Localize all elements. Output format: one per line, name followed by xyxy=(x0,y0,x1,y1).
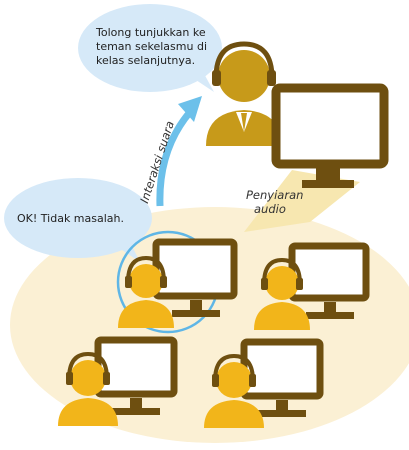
audio-broadcast-label-line1: Penyiaran xyxy=(246,188,304,202)
student-4 xyxy=(204,338,324,428)
teacher-speech-bubble xyxy=(78,4,222,92)
student-3 xyxy=(58,336,178,426)
audio-broadcast-label: Penyiaran audio xyxy=(246,188,326,216)
voice-interaction-arrow xyxy=(156,96,202,207)
audio-broadcast-label-line2: audio xyxy=(254,202,286,216)
teacher-with-headset-icon xyxy=(206,41,282,146)
student-1 xyxy=(118,238,238,328)
student-speech-text: OK! Tidak masalah. xyxy=(17,212,124,225)
student-2 xyxy=(254,242,370,330)
teacher-monitor-icon xyxy=(271,83,389,188)
teacher-speech-text: Tolong tunjukkan ke teman sekelasmu di k… xyxy=(96,26,207,67)
